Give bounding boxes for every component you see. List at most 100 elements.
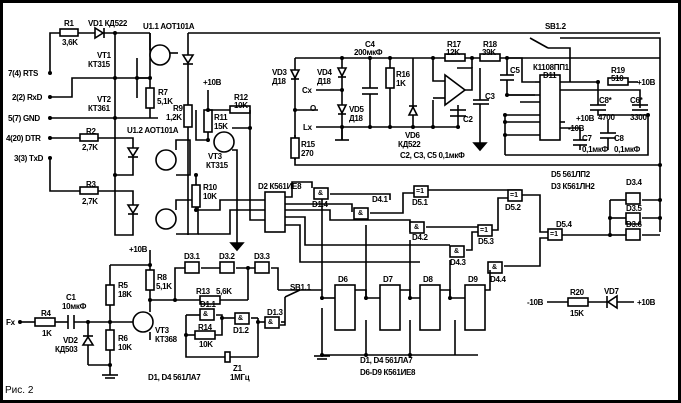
sb1-2-label: SB1.2 [545, 22, 566, 31]
d1-d4-note: D1, D4 561ЛА7 [360, 356, 413, 365]
d5-1-label: D5.1 [412, 198, 428, 207]
vd2-label: VD2 [63, 336, 78, 345]
r1-label: R1 [64, 19, 74, 28]
vt2-label: VT2 [97, 95, 111, 104]
vt3a-value: КТ315 [206, 161, 228, 170]
r7-label: R7 [158, 88, 168, 97]
r15-label: R15 [301, 140, 315, 149]
r3-value: 2,7K [82, 197, 98, 206]
d5-note: D5 561ЛП2 [551, 170, 590, 179]
r18-label: R18 [483, 40, 497, 49]
d4-2-label: D4.2 [412, 233, 428, 242]
u1-2-label: U1.2 AOT101A [127, 126, 179, 135]
d1-1-label: D1.1 [200, 300, 216, 309]
u1-1-label: U1.1 AOT101A [143, 22, 195, 31]
c3-label: C3 [485, 92, 495, 101]
r12-value: 10K [234, 101, 248, 110]
port-gnd: 5(7) GND [8, 114, 40, 123]
r18-value: 39K [482, 48, 496, 57]
r16-value: 1K [396, 79, 406, 88]
supply-p10-c: +10В [576, 114, 595, 123]
d11-label: D11 [543, 71, 557, 80]
r11-label: R11 [214, 113, 228, 122]
r13-label: R13 [196, 287, 210, 296]
r14-label: R14 [198, 323, 212, 332]
r5-label: R5 [118, 281, 128, 290]
r1-value: 3,6K [62, 38, 78, 47]
c5-label: C5 [510, 66, 520, 75]
c7-label: C7 [582, 134, 592, 143]
vd1-label: VD1 КД522 [88, 19, 128, 28]
vd3-label: VD3 [272, 68, 287, 77]
r2-value: 2,7K [82, 143, 98, 152]
r13-value: 5,6K [216, 287, 232, 296]
r2-label: R2 [86, 127, 96, 136]
vd6-label: VD6 [405, 131, 420, 140]
vt1-label: VT1 [97, 51, 111, 60]
r20-value: 15K [570, 309, 584, 318]
d6-d9-note: D6-D9 К561ИЕ8 [360, 368, 416, 377]
d1-1-symbol: & [203, 311, 209, 318]
r12-label: R12 [234, 93, 248, 102]
d1-d4-note-left: D1, D4 561ЛА7 [148, 373, 201, 382]
vd4-value: Д18 [317, 77, 331, 86]
d3-6-label: D3.6 [626, 220, 642, 229]
r9-label: R9 [173, 104, 183, 113]
d4-3-label: D4.3 [450, 258, 466, 267]
r6-label: R6 [118, 334, 128, 343]
c1-label: C1 [66, 293, 76, 302]
vd4-label: VD4 [317, 68, 332, 77]
supply-p10-b: +10В [637, 78, 656, 87]
c1-value: 10мкФ [62, 302, 87, 311]
vd7-label: VD7 [604, 287, 619, 296]
r8-value: 5,1K [156, 282, 172, 291]
d1-2-symbol: & [238, 315, 244, 322]
c7-value: 0,1мкФ [582, 145, 609, 154]
d1-4-label: D1.4 [312, 200, 328, 209]
r10-label: R10 [203, 183, 217, 192]
c8-value: 0,1мкФ [614, 145, 641, 154]
r4-value: 1K [42, 329, 52, 338]
d4-4-symbol: & [492, 264, 498, 271]
port-rxd: 2(2) RxD [12, 93, 43, 102]
r8-label: R8 [157, 273, 167, 282]
c8s-label: C8* [599, 96, 612, 105]
d7-label: D7 [383, 275, 393, 284]
vt1-value: КТ315 [88, 60, 110, 69]
port-cx: Cx [302, 86, 312, 95]
c2-label: C2 [463, 115, 473, 124]
d6-label: D6 [338, 275, 348, 284]
d8-label: D8 [423, 275, 433, 284]
r6-value: 10K [118, 343, 132, 352]
supply-m10-b: -10В [527, 298, 544, 307]
c8s-value: 4700 [598, 113, 615, 122]
r17-label: R17 [447, 40, 461, 49]
vd5-label: VD5 [349, 105, 364, 114]
figure-caption: Рис. 2 [5, 385, 34, 396]
port-fx: Fx [6, 318, 15, 327]
c6-label: C6* [630, 96, 643, 105]
c8-label: C8 [614, 134, 624, 143]
r4-label: R4 [41, 309, 51, 318]
d2-label: D2 К561ИЕ8 [258, 182, 302, 191]
d11-type: К1108ПП1 [533, 63, 569, 72]
d5-3-symbol: =1 [480, 227, 488, 234]
d5-4-symbol: =1 [550, 231, 558, 238]
r10-value: 10K [203, 192, 217, 201]
r20-label: R20 [570, 288, 584, 297]
d5-2-label: D5.2 [505, 203, 521, 212]
z1-value: 1МГц [230, 373, 250, 382]
r3-label: R3 [86, 180, 96, 189]
d3-note: D3 К561ЛН2 [551, 182, 595, 191]
d3-1-label: D3.1 [184, 252, 200, 261]
d3-4-label: D3.4 [626, 178, 642, 187]
vt3b-value: КТ368 [155, 335, 177, 344]
d1-2-label: D1.2 [233, 326, 249, 335]
port-o: O [310, 104, 316, 113]
supply-m10-a: -10В [568, 124, 585, 133]
supply-p10-a: +10В [203, 78, 222, 87]
z1-label: Z1 [233, 364, 242, 373]
r14-value: 10K [199, 340, 213, 349]
sb1-1-label: SB1.1 [290, 283, 311, 292]
